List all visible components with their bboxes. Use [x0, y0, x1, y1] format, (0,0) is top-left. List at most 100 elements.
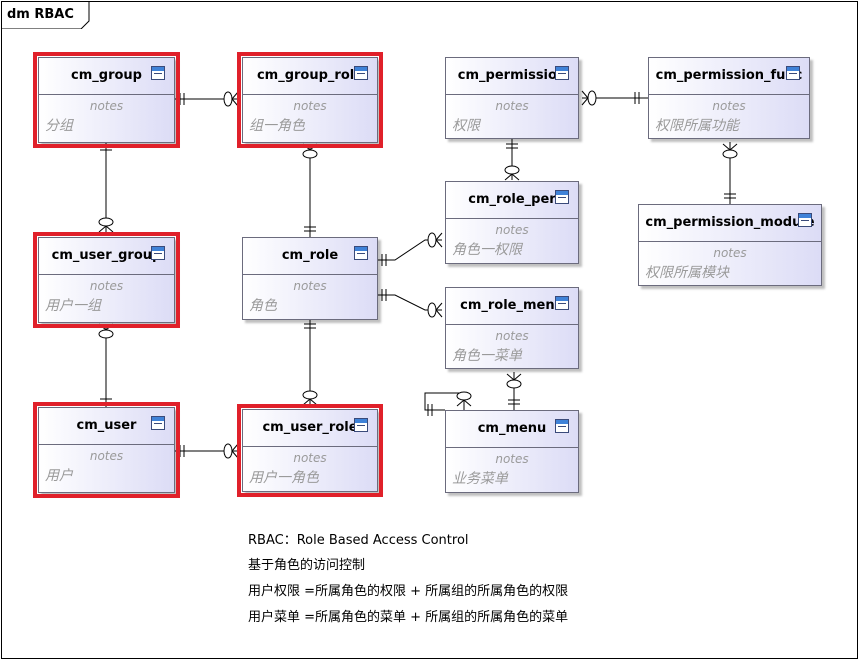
edge-role-grouprole — [302, 149, 318, 159]
entity-divider — [39, 94, 174, 95]
edge-role-grouprole — [302, 143, 311, 151]
edge-menu-self — [463, 399, 472, 407]
edge-group-usergroup — [98, 217, 114, 227]
entity-notes-label: notes — [89, 449, 124, 463]
entity-description: 角色一权限 — [452, 242, 522, 258]
edge-group-usergroup — [98, 225, 107, 233]
edge-role-rolemenu — [435, 302, 443, 311]
note-line-rbac: RBAC：Role Based Access Control — [248, 533, 469, 548]
table-icon — [555, 66, 569, 80]
entity-description: 权限 — [452, 118, 480, 134]
entity-name: cm_permission_func — [655, 68, 803, 83]
edge-user-userrole — [223, 443, 233, 459]
table-icon — [354, 246, 368, 260]
entity-divider — [243, 94, 377, 95]
edge-role-grouprole — [309, 143, 318, 151]
entity-notes-label: notes — [495, 223, 529, 237]
edge-menu-rolemenu — [513, 373, 522, 381]
entity-name: cm_role_per — [468, 192, 556, 207]
edge-user-userrole — [231, 443, 239, 452]
table-icon — [555, 296, 569, 310]
diagram-title: dm RBAC — [7, 7, 74, 22]
entity-description: 分组 — [45, 118, 73, 134]
entity-divider — [649, 94, 809, 95]
entity-name: cm_menu — [477, 421, 547, 436]
entity-divider — [39, 444, 174, 445]
edge-group-grouprole — [223, 91, 233, 107]
edge-role-roleper — [427, 232, 437, 248]
entity-description: 角色一菜单 — [452, 348, 522, 364]
note-line-meaning: 基于角色的访问控制 — [248, 558, 366, 573]
edge-group-grouprole — [231, 91, 239, 100]
note-line-user-menu: 用户菜单 =所属角色的菜单 + 所属组的所属角色的菜单 — [248, 610, 569, 625]
edge-func-permission — [581, 90, 589, 99]
entity-notes-label: notes — [712, 99, 746, 113]
entity-notes-label: notes — [89, 99, 124, 113]
table-icon — [151, 246, 165, 260]
entity-notes-label: notes — [293, 279, 327, 293]
edge-role-roleper — [435, 239, 443, 248]
edge-permission-roleper — [504, 165, 520, 175]
entity-description: 用户 — [45, 468, 73, 484]
entity-notes-label: notes — [495, 329, 529, 343]
entity-description: 用户一组 — [45, 298, 101, 314]
entity-divider — [446, 447, 578, 448]
edge-user-userrole — [231, 450, 239, 459]
entity-divider — [39, 274, 174, 275]
entity-notes-label: notes — [293, 99, 327, 113]
entity-divider — [243, 446, 377, 447]
edge-module-func — [722, 143, 731, 151]
table-icon — [354, 66, 368, 80]
edge-group-grouprole — [231, 98, 239, 107]
entity-divider — [639, 241, 821, 242]
entity-name: cm_group — [71, 68, 142, 83]
table-icon — [798, 213, 812, 227]
table-icon — [151, 416, 165, 430]
edge-permission-roleper — [504, 173, 513, 181]
note-line-user-permission: 用户权限 =所属角色的权限 + 所属组的所属角色的权限 — [248, 584, 569, 599]
edge-func-permission — [587, 90, 597, 106]
entity-name: cm_user_role — [262, 420, 358, 435]
entity-notes-label: notes — [89, 279, 124, 293]
entity-description: 用户一角色 — [249, 470, 319, 486]
entity-description: 权限所属功能 — [655, 118, 739, 134]
table-icon — [555, 190, 569, 204]
edge-module-func — [729, 143, 738, 151]
entity-notes-label: notes — [495, 99, 529, 113]
entity-name: cm_role_menu — [460, 298, 564, 313]
edge-role-userrole — [302, 390, 318, 400]
edge-menu-rolemenu — [506, 379, 522, 389]
entity-divider — [446, 218, 578, 219]
edge-user-usergroup — [98, 329, 114, 339]
entity-description: 权限所属模块 — [645, 265, 729, 281]
table-icon — [786, 66, 800, 80]
entity-name: cm_role — [281, 248, 339, 263]
entity-notes-label: notes — [293, 451, 327, 465]
edge-menu-self — [456, 399, 465, 407]
entity-notes-label: notes — [713, 246, 747, 260]
entity-name: cm_permission_module — [645, 215, 815, 230]
entity-description: 业务菜单 — [452, 471, 508, 487]
entity-notes-label: notes — [495, 452, 529, 466]
entity-description: 组一角色 — [249, 118, 305, 134]
entity-name: cm_group_role — [256, 68, 364, 83]
edge-role-roleper — [435, 232, 443, 241]
edge-group-usergroup — [105, 225, 114, 233]
table-icon — [555, 419, 569, 433]
entity-name: cm_user — [76, 418, 137, 433]
entity-name: cm_permission — [457, 68, 567, 83]
edge-role-userrole — [309, 398, 318, 406]
edge-module-func — [722, 149, 738, 159]
